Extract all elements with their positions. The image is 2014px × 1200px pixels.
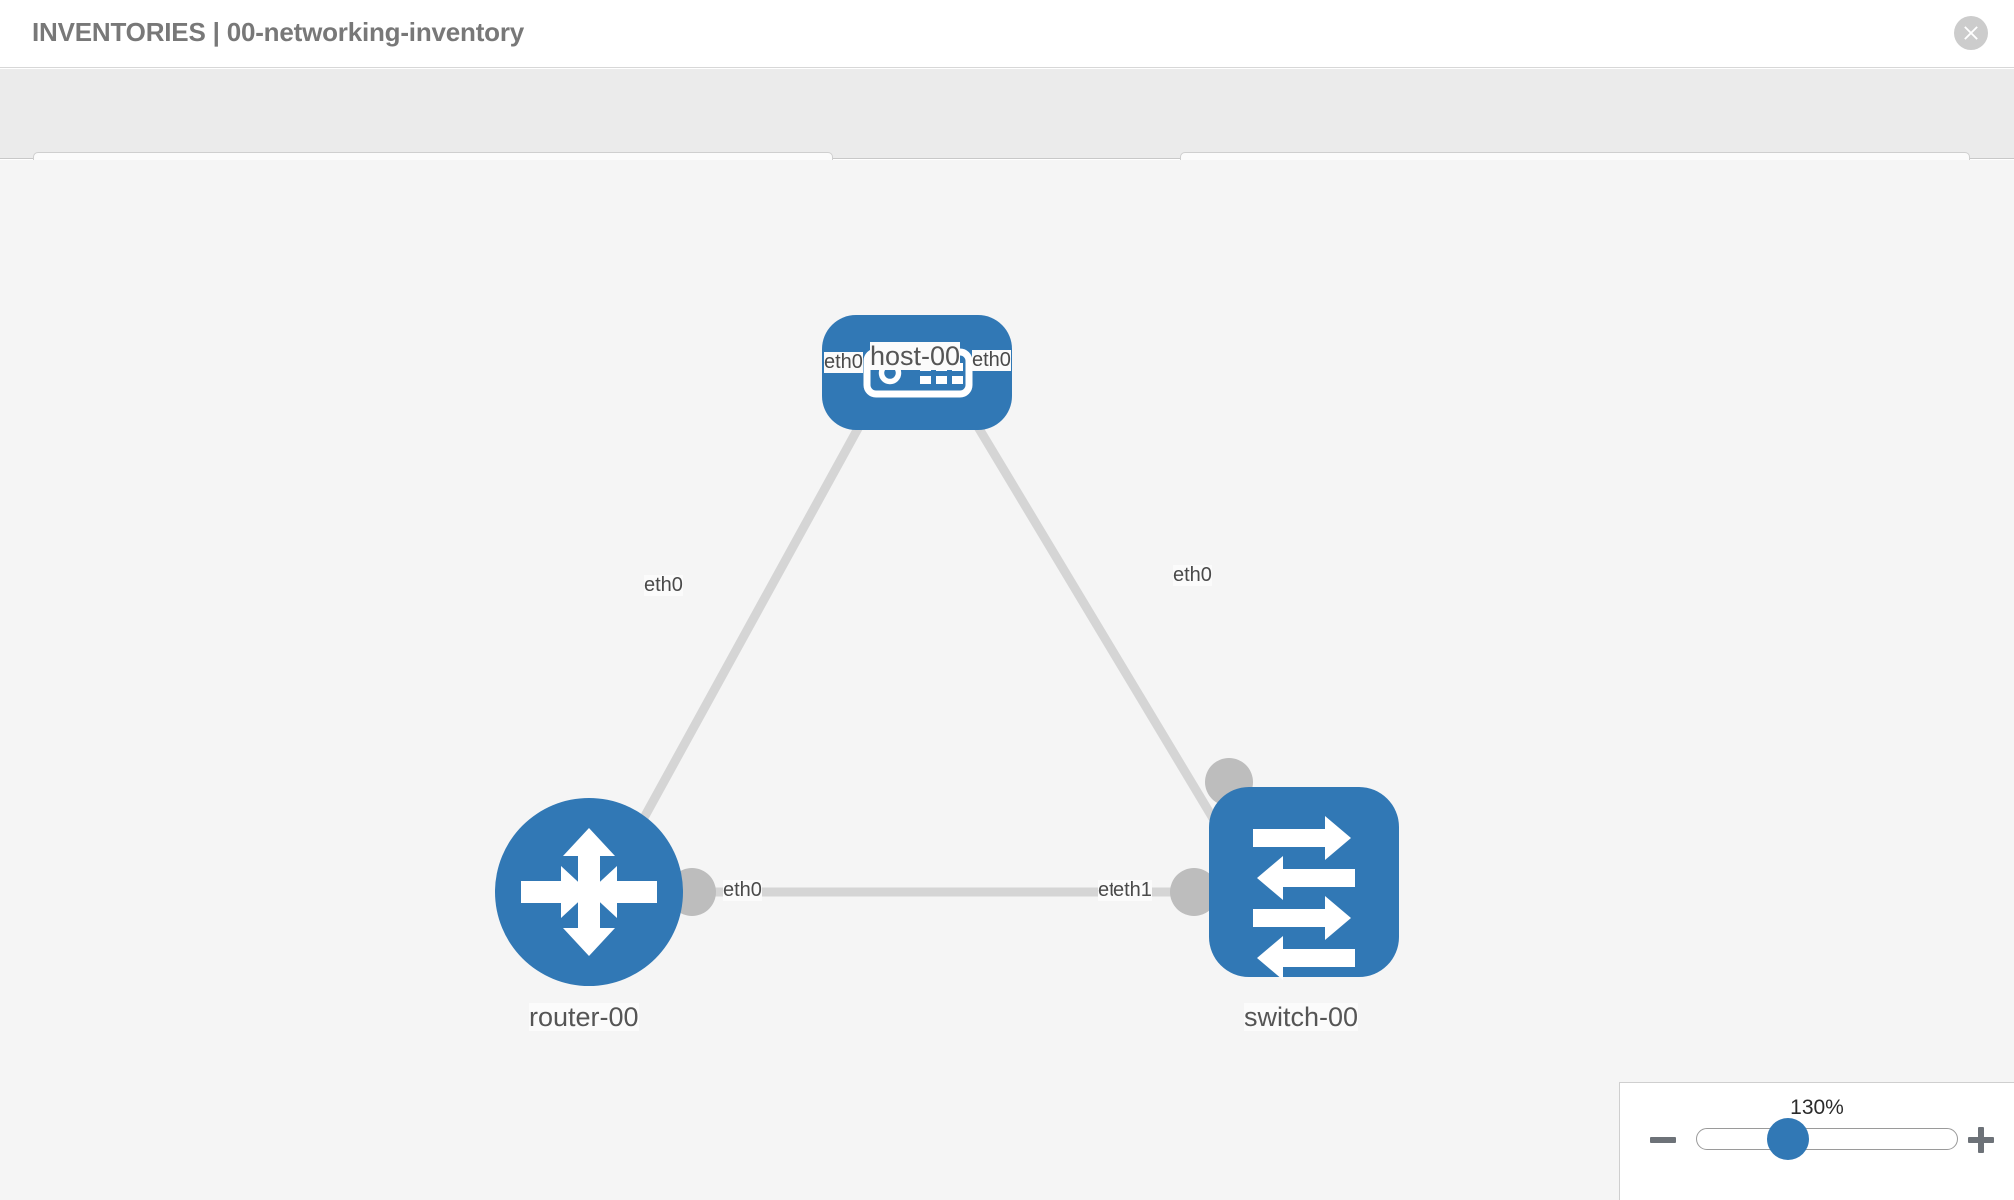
page-header: INVENTORIES | 00-networking-inventory — [0, 0, 2014, 68]
zoom-control: 130% — [1619, 1082, 2014, 1200]
close-icon — [1964, 26, 1978, 40]
iface-label-router00-uplink: eth0 — [644, 574, 683, 596]
iface-label-host00-left: eth0 — [824, 351, 863, 373]
connector-layer — [668, 358, 1253, 916]
zoom-out-button[interactable] — [1648, 1125, 1678, 1155]
toolbar: ACTIONS SEARCH — [0, 69, 2014, 204]
zoom-slider-thumb[interactable] — [1767, 1118, 1809, 1160]
iface-label-host00-right: eth0 — [972, 349, 1011, 371]
connector-switch00-left[interactable] — [1170, 868, 1218, 916]
topology-graph — [495, 315, 1399, 986]
zoom-percent-label: 130% — [1790, 1096, 1844, 1119]
node-label-router-00: router-00 — [529, 1002, 639, 1032]
node-label-switch-00: switch-00 — [1244, 1002, 1359, 1032]
close-button[interactable] — [1954, 16, 1988, 50]
zoom-in-button[interactable] — [1966, 1125, 1996, 1155]
page-title: INVENTORIES | 00-networking-inventory — [32, 17, 525, 47]
link-host00-router00[interactable] — [608, 369, 893, 879]
zoom-slider[interactable] — [1696, 1128, 1958, 1150]
node-router-00[interactable] — [495, 798, 683, 986]
minus-icon — [1650, 1137, 1676, 1143]
node-switch-00[interactable] — [1209, 787, 1399, 980]
iface-label-router00-eth0: eth0 — [723, 879, 762, 901]
node-label-host-00: host-00 — [870, 341, 961, 371]
iface-label-switch00-eth1: eth1 — [1113, 879, 1152, 901]
topology-canvas[interactable]: eth0 host-00 eth0 eth0 eth0 eth0 eth0 et… — [0, 160, 2014, 1200]
node-host-00[interactable] — [822, 315, 1012, 430]
switch-arrows-icon — [1253, 816, 1355, 980]
plus-icon-vertical — [1978, 1127, 1984, 1153]
link-layer — [608, 369, 1242, 897]
router-arrows-icon — [521, 828, 657, 956]
iface-label-switch00-uplink: eth0 — [1173, 564, 1212, 586]
link-host00-switch00[interactable] — [941, 369, 1242, 863]
